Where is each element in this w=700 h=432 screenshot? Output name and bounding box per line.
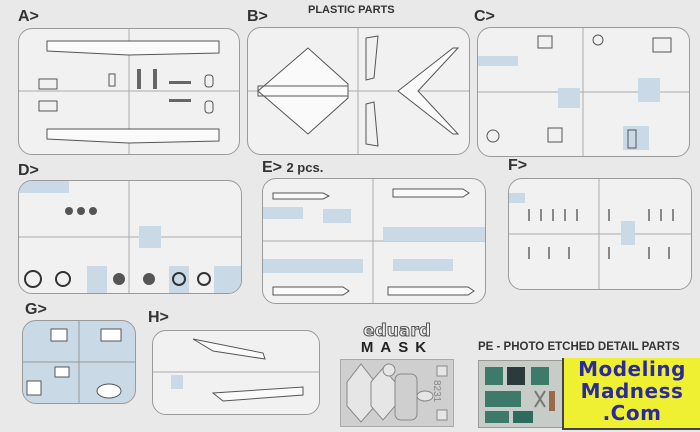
- modeling-madness-watermark: Modeling Madness .Com: [562, 358, 700, 430]
- sprue-g-label: G>: [25, 301, 47, 318]
- sprue-d-parts: [19, 181, 241, 293]
- sprue-c-label: C>: [474, 8, 495, 25]
- watermark-line3: .Com: [602, 401, 662, 425]
- sprue-g-parts: [23, 321, 135, 403]
- sprue-a: [18, 28, 240, 155]
- mask-sheet: 8231: [340, 359, 454, 427]
- watermark-line1: Modeling: [578, 357, 686, 381]
- sprue-e-parts: [263, 179, 485, 303]
- sprue-e: [262, 178, 486, 304]
- sprue-e-letter: E>: [262, 159, 283, 176]
- sprue-a-parts: [19, 29, 239, 154]
- pe-parts: [485, 367, 555, 423]
- sprue-b-label: B>: [247, 8, 268, 25]
- sprue-d: [18, 180, 242, 294]
- sprue-f-parts: [509, 179, 691, 289]
- sprue-e-count: 2 pcs.: [286, 160, 324, 175]
- sprue-c: [477, 27, 690, 157]
- eduard-brand: eduard: [363, 321, 432, 341]
- sprue-d-label: D>: [18, 162, 39, 179]
- sprue-f-label: F>: [508, 157, 528, 174]
- sprue-c-parts: [478, 28, 689, 156]
- sprue-g: [22, 320, 136, 404]
- sprue-h: [152, 330, 320, 415]
- mask-shapes: [346, 363, 448, 423]
- sprue-f: [508, 178, 692, 290]
- sprue-b: [247, 27, 470, 155]
- mask-product: MASK: [360, 339, 434, 356]
- sprue-e-label: E> 2 pcs.: [262, 159, 323, 177]
- sprue-a-label: A>: [18, 8, 39, 25]
- mask-code: 8231: [431, 380, 442, 403]
- sprue-h-label: H>: [148, 309, 169, 326]
- sprue-h-parts: [153, 338, 319, 402]
- eduard-mask-logo: eduard MASK: [352, 322, 442, 356]
- plastic-parts-title: PLASTIC PARTS: [308, 4, 395, 16]
- pe-title: PE - PHOTO ETCHED DETAIL PARTS: [478, 341, 680, 353]
- sprue-b-parts: [248, 28, 469, 154]
- watermark-line2: Madness: [580, 379, 684, 403]
